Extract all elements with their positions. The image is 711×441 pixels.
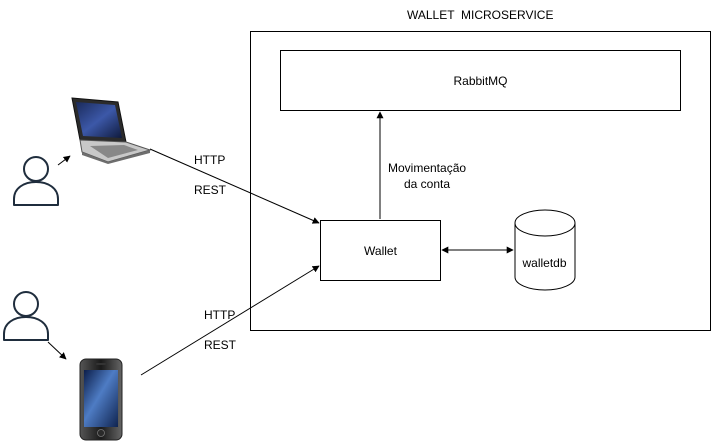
rabbitmq-label: RabbitMQ bbox=[453, 73, 508, 88]
user-icon bbox=[3, 291, 49, 341]
movement-label-line2: da conta bbox=[404, 177, 451, 191]
laptop-conn-http: HTTP bbox=[194, 153, 226, 167]
user-to-laptop-arrow bbox=[57, 155, 71, 166]
walletdb-node: walletdb bbox=[514, 209, 577, 291]
laptop-icon bbox=[71, 97, 152, 164]
laptop-conn-rest: REST bbox=[194, 183, 227, 197]
phone-to-wallet-arrow bbox=[140, 265, 320, 376]
movement-label: Movimentação da conta bbox=[388, 160, 466, 192]
database-icon bbox=[514, 209, 576, 291]
container-title: WALLET MICROSERVICE bbox=[407, 8, 554, 22]
phone-conn-http: HTTP bbox=[204, 308, 236, 322]
rabbitmq-node: RabbitMQ bbox=[280, 50, 681, 111]
smartphone-icon bbox=[79, 358, 123, 441]
wallet-node: Wallet bbox=[320, 220, 441, 281]
user-to-phone-arrow bbox=[47, 341, 67, 360]
walletdb-label: walletdb bbox=[522, 256, 567, 270]
user-icon bbox=[13, 156, 59, 206]
laptop-to-wallet-arrow bbox=[149, 148, 320, 224]
phone-conn-rest: REST bbox=[204, 338, 237, 352]
wallet-label: Wallet bbox=[364, 243, 397, 258]
movement-label-line1: Movimentação bbox=[388, 161, 467, 175]
